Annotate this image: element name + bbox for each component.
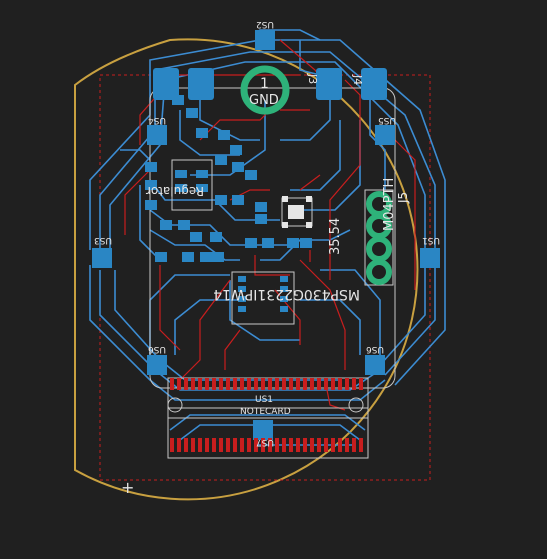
label-j3: J3 [306, 73, 319, 84]
edge-pad[interactable] [289, 438, 293, 452]
gnd-test-pad[interactable] [240, 65, 290, 115]
edge-pad[interactable] [212, 438, 216, 452]
edge-pad[interactable] [219, 438, 223, 452]
edge-pad[interactable] [240, 378, 244, 390]
edge-pad[interactable] [303, 378, 307, 390]
label-us1-notecard: US1 [255, 395, 273, 405]
label-us5: US5 [378, 115, 396, 125]
edge-pad[interactable] [198, 438, 202, 452]
edge-pad[interactable] [324, 378, 328, 390]
edge-pad[interactable] [317, 438, 321, 452]
edge-pad[interactable] [184, 378, 188, 390]
edge-pad[interactable] [338, 378, 342, 390]
edge-pad[interactable] [261, 378, 265, 390]
label-dimension: 35.54 [328, 218, 343, 255]
edge-pad[interactable] [170, 438, 174, 452]
edge-pad[interactable] [331, 438, 335, 452]
edge-pad[interactable] [261, 438, 265, 452]
edge-pad[interactable] [282, 438, 286, 452]
edge-pad[interactable] [310, 438, 314, 452]
edge-pad[interactable] [240, 438, 244, 452]
edge-pad[interactable] [268, 378, 272, 390]
bottom-smd-pads[interactable] [92, 30, 440, 440]
edge-pad[interactable] [198, 378, 202, 390]
edge-pad[interactable] [296, 438, 300, 452]
cursor-crosshair: + [121, 478, 134, 497]
edge-pad[interactable] [233, 378, 237, 390]
edge-pad[interactable] [310, 378, 314, 390]
edge-pad[interactable] [233, 438, 237, 452]
edge-pad[interactable] [226, 378, 230, 390]
edge-pad[interactable] [212, 378, 216, 390]
edge-pad[interactable] [352, 438, 356, 452]
label-regulator: Regulator [146, 184, 204, 198]
edge-pad[interactable] [289, 378, 293, 390]
edge-pad[interactable] [352, 378, 356, 390]
board-outline [74, 38, 419, 501]
notecard-edge-connector[interactable] [170, 378, 363, 452]
edge-pad[interactable] [254, 378, 258, 390]
edge-pad[interactable] [275, 438, 279, 452]
edge-pad[interactable] [254, 438, 258, 452]
j5-header-pads[interactable] [366, 191, 392, 285]
label-j4: J4 [351, 74, 364, 85]
edge-pad[interactable] [177, 438, 181, 452]
edge-pad[interactable] [247, 378, 251, 390]
edge-pad[interactable] [345, 438, 349, 452]
edge-pad[interactable] [324, 438, 328, 452]
edge-pad[interactable] [177, 378, 181, 390]
silkscreen-labels: US2 1 GND J3 J4 US4 US5 J5 M04PTH US3 US… [94, 19, 440, 497]
edge-pad[interactable] [205, 378, 209, 390]
edge-pad[interactable] [226, 438, 230, 452]
label-us6-right: US6 [366, 344, 384, 354]
edge-pad[interactable] [338, 438, 342, 452]
edge-pad[interactable] [275, 378, 279, 390]
label-j5: J5 [396, 192, 410, 204]
label-us1: US1 [422, 235, 440, 245]
edge-pad[interactable] [282, 378, 286, 390]
edge-pad[interactable] [359, 438, 363, 452]
edge-pad[interactable] [268, 438, 272, 452]
edge-pad[interactable] [303, 438, 307, 452]
edge-pad[interactable] [296, 378, 300, 390]
label-gnd: GND [249, 93, 279, 108]
top-smd-pads[interactable] [282, 196, 312, 228]
edge-pad[interactable] [247, 438, 251, 452]
label-us6-left: US6 [148, 344, 166, 354]
label-us2-top: US2 [256, 19, 274, 29]
edge-pad[interactable] [331, 378, 335, 390]
edge-pad[interactable] [191, 438, 195, 452]
edge-pad[interactable] [170, 378, 174, 390]
label-us7: US7 [256, 437, 274, 447]
label-notecard: NOTECARD [240, 407, 291, 417]
label-gnd-pad-number: 1 [260, 76, 269, 92]
label-us4: US4 [148, 115, 166, 125]
edge-pad[interactable] [317, 378, 321, 390]
edge-pad[interactable] [184, 438, 188, 452]
edge-pad[interactable] [205, 438, 209, 452]
label-us3: US3 [94, 235, 112, 245]
label-m04pth: M04PTH [382, 178, 397, 231]
edge-pad[interactable] [191, 378, 195, 390]
edge-pad[interactable] [345, 378, 349, 390]
label-msp430: MSP430G2231IPW14 [213, 286, 360, 302]
edge-pad[interactable] [359, 378, 363, 390]
edge-pad[interactable] [219, 378, 223, 390]
